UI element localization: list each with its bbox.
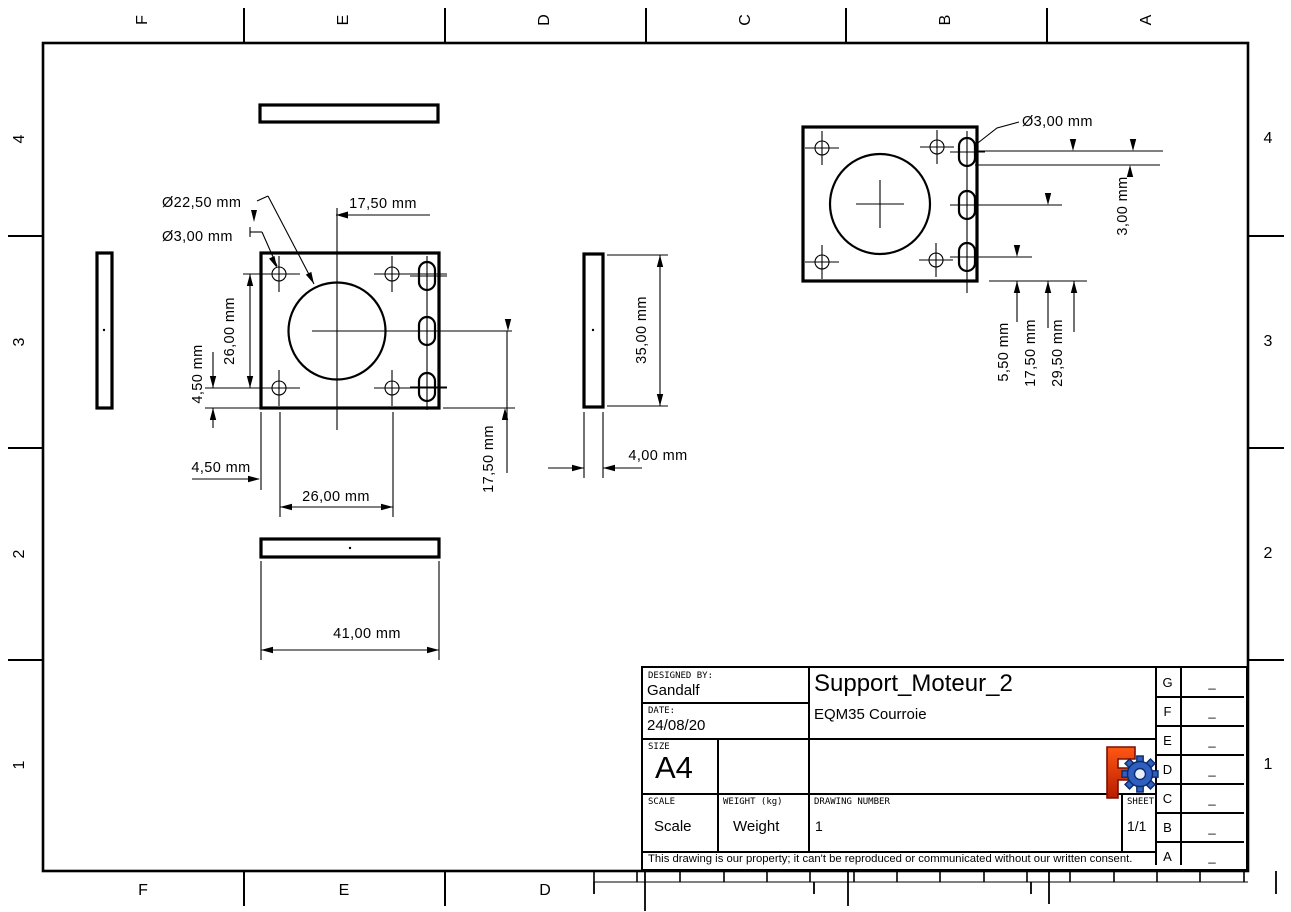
dim-hole-diameter: Ø3,00 mm bbox=[162, 229, 233, 245]
zone-number-left: 4 bbox=[11, 134, 28, 144]
sheet-label: SHEET bbox=[1127, 797, 1155, 807]
revision-value: _ bbox=[1208, 791, 1216, 806]
dim-slot-pos-3: 29,50 mm bbox=[1050, 319, 1066, 387]
zone-number-left: 2 bbox=[11, 549, 28, 559]
zone-number-left: 1 bbox=[11, 760, 28, 770]
freecad-logo bbox=[1102, 740, 1160, 804]
back-view bbox=[801, 125, 985, 293]
size-label: SIZE bbox=[648, 742, 670, 752]
dim-slot-diameter: Ø3,00 mm bbox=[1022, 114, 1093, 130]
ruler-comb bbox=[593, 871, 1277, 911]
dim-slot-width: 3,00 mm bbox=[1115, 176, 1131, 235]
revision-zone: A bbox=[1163, 849, 1172, 864]
dim-thickness: 4,00 mm bbox=[628, 448, 687, 464]
zone-tick bbox=[1248, 235, 1284, 237]
zone-number-right: 4 bbox=[1263, 130, 1273, 147]
dim-hole-edge-y: 4,50 mm bbox=[190, 344, 206, 403]
title-block: DESIGNED BY: Gandalf DATE: 24/08/20 Supp… bbox=[641, 666, 1248, 871]
dim-hole-edge-x: 4,50 mm bbox=[191, 460, 250, 476]
zone-letter-top: C bbox=[737, 14, 754, 26]
zone-tick bbox=[1248, 447, 1284, 449]
dim-bore-diameter: Ø22,50 mm bbox=[162, 195, 241, 211]
zone-letter-top: B bbox=[937, 14, 954, 26]
front-view bbox=[205, 208, 512, 430]
left-view-bar bbox=[95, 251, 114, 410]
zone-letter-bottom: F bbox=[138, 882, 148, 899]
dim-slot-pos-2: 17,50 mm bbox=[1023, 319, 1039, 387]
revision-zone: G bbox=[1162, 675, 1173, 690]
weight-label: WEIGHT (kg) bbox=[723, 797, 783, 807]
back-bore-circle bbox=[828, 152, 932, 256]
freecad-logo-icon bbox=[1106, 746, 1159, 799]
revision-value: _ bbox=[1208, 675, 1216, 690]
zone-number-right: 2 bbox=[1263, 545, 1273, 562]
drawing-number-label: DRAWING NUMBER bbox=[814, 797, 890, 807]
zone-letter-top: E bbox=[335, 14, 352, 26]
zone-number-right: 3 bbox=[1263, 333, 1273, 350]
dim-total-width: 41,00 mm bbox=[333, 626, 401, 642]
revision-value: _ bbox=[1208, 733, 1216, 748]
scale-value: Scale bbox=[654, 818, 692, 835]
zone-tick bbox=[8, 235, 43, 237]
designed-by-label: DESIGNED BY: bbox=[648, 671, 714, 681]
zone-letter-top: A bbox=[1138, 14, 1155, 26]
revision-zone: D bbox=[1162, 762, 1173, 777]
zone-tick bbox=[1248, 659, 1284, 661]
dim-center-offset-x: 17,50 mm bbox=[349, 196, 417, 212]
dim-height: 35,00 mm bbox=[634, 296, 650, 364]
dim-hole-spacing-y: 26,00 mm bbox=[222, 297, 238, 365]
zone-tick bbox=[243, 871, 245, 906]
zone-tick bbox=[444, 8, 446, 43]
revision-value: _ bbox=[1208, 704, 1216, 719]
revision-zone: E bbox=[1163, 733, 1172, 748]
zone-tick bbox=[8, 659, 43, 661]
zone-tick bbox=[1046, 8, 1048, 43]
zone-letter-top: F bbox=[134, 15, 151, 25]
revision-value: _ bbox=[1208, 762, 1216, 777]
drawing-title: Support_Moteur_2 bbox=[814, 670, 1013, 697]
revision-value: _ bbox=[1208, 849, 1216, 864]
date-value: 24/08/20 bbox=[647, 717, 706, 734]
designed-by-value: Gandalf bbox=[647, 682, 700, 699]
logo-gear-icon bbox=[1121, 755, 1159, 793]
date-label: DATE: bbox=[648, 706, 676, 716]
scale-label: SCALE bbox=[648, 797, 676, 807]
back-plate bbox=[801, 125, 979, 283]
zone-number-left: 3 bbox=[11, 337, 28, 347]
zone-tick bbox=[8, 447, 43, 449]
zone-letter-top: D bbox=[536, 14, 553, 26]
front-view-dimensions: 17,50 mm Ø22,50 mm Ø3,00 mm 26,00 mm bbox=[162, 195, 515, 517]
weight-value: Weight bbox=[733, 818, 780, 835]
side-view: 35,00 mm 4,00 mm bbox=[548, 252, 687, 478]
top-view-bar bbox=[258, 103, 440, 124]
revision-zone: B bbox=[1163, 820, 1172, 835]
drawing-number-value: 1 bbox=[815, 818, 823, 834]
zone-tick bbox=[645, 8, 647, 43]
zone-number-right: 1 bbox=[1263, 756, 1273, 773]
dim-hole-spacing-x: 26,00 mm bbox=[302, 489, 370, 505]
zone-tick bbox=[845, 8, 847, 43]
bottom-view-bar: 41,00 mm bbox=[259, 537, 441, 660]
back-view-dimensions: Ø3,00 mm 3,00 mm 5,50 mm 17,50 mm 29,50 … bbox=[973, 114, 1163, 387]
zone-tick bbox=[243, 8, 245, 43]
size-value: A4 bbox=[655, 750, 693, 785]
sheet-value: 1/1 bbox=[1127, 818, 1147, 834]
revision-zone: C bbox=[1162, 791, 1173, 806]
dim-center-offset-y: 17,50 mm bbox=[481, 425, 497, 493]
dim-slot-pos-1: 5,50 mm bbox=[996, 322, 1012, 381]
zone-letter-bottom: E bbox=[338, 882, 350, 899]
zone-letter-bottom: D bbox=[539, 882, 551, 899]
disclaimer-text: This drawing is our property; it can't b… bbox=[648, 853, 1133, 865]
drawing-subtitle: EQM35 Courroie bbox=[814, 706, 927, 723]
revision-zone: F bbox=[1163, 704, 1172, 719]
zone-tick bbox=[444, 871, 446, 906]
revision-value: _ bbox=[1208, 820, 1216, 835]
